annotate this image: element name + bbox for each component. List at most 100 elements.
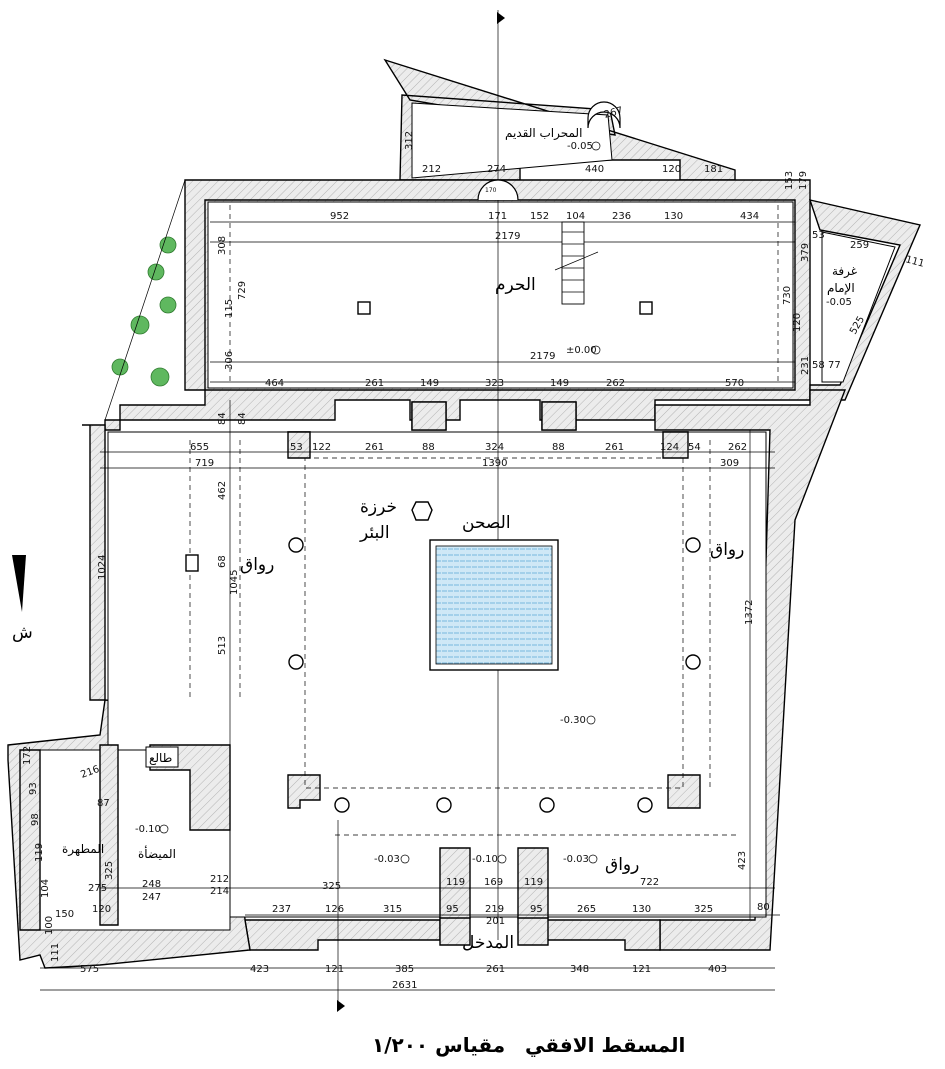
well-icon (411, 501, 433, 521)
svg-text:2179: 2179 (530, 351, 555, 362)
svg-text:275: 275 (88, 883, 107, 894)
svg-text:93: 93 (28, 782, 39, 795)
svg-text:87: 87 (97, 798, 110, 809)
svg-text:1045: 1045 (229, 570, 240, 595)
riwaq-west-label: رواق (240, 555, 274, 575)
riwaq-column-west (185, 554, 199, 572)
svg-text:265: 265 (577, 904, 596, 915)
svg-text:115: 115 (224, 299, 235, 318)
svg-text:88: 88 (552, 442, 565, 453)
svg-text:219: 219 (485, 904, 504, 915)
imam-room-label-2: الإمام (827, 281, 855, 295)
svg-text:-0.30: -0.30 (560, 715, 586, 726)
svg-text:308: 308 (217, 236, 228, 255)
dims-outer-row: 575 423 121 385 261 348 121 403 2631 (80, 964, 727, 991)
plan-scale: مقياس ١/٢٠٠ (372, 1033, 505, 1057)
haram-column-2 (639, 301, 653, 315)
well-label-2: البئر (359, 523, 390, 543)
riwaq-east-label: رواق (710, 540, 744, 560)
svg-text:719: 719 (195, 458, 214, 469)
svg-text:325: 325 (694, 904, 713, 915)
dims-vertical: 312 308 729 115 306 84 84 462 1024 68 10… (22, 105, 926, 962)
well-label-1: خرزة (360, 497, 397, 517)
svg-text:120: 120 (92, 904, 111, 915)
svg-text:84: 84 (237, 412, 248, 425)
section-marker-top-icon (497, 12, 505, 24)
svg-text:247: 247 (142, 892, 161, 903)
mayda-label: الميضأة (138, 845, 176, 861)
svg-text:2631: 2631 (392, 980, 417, 991)
svg-text:84: 84 (217, 412, 228, 425)
svg-text:1024: 1024 (97, 555, 108, 580)
haram-column-1 (357, 301, 371, 315)
svg-text:77: 77 (828, 360, 841, 371)
svg-text:403: 403 (708, 964, 727, 975)
svg-text:150: 150 (55, 909, 74, 920)
svg-text:722: 722 (640, 877, 659, 888)
svg-text:171: 171 (488, 211, 507, 222)
svg-text:-0.05: -0.05 (567, 141, 593, 152)
svg-text:120: 120 (662, 164, 681, 175)
svg-text:54: 54 (688, 442, 701, 453)
svg-text:1390: 1390 (482, 458, 507, 469)
svg-text:2179: 2179 (495, 231, 520, 242)
svg-text:325: 325 (104, 861, 115, 880)
svg-text:348: 348 (570, 964, 589, 975)
svg-text:-0.10: -0.10 (472, 854, 498, 865)
dims-court-row2: 719 1390 309 (195, 458, 739, 469)
sahn-label: الصحن (462, 513, 511, 533)
svg-text:423: 423 (250, 964, 269, 975)
section-marker-bottom-icon (337, 1000, 345, 1012)
garden-boundary (104, 179, 186, 421)
svg-text:111: 111 (904, 254, 925, 270)
dims-entrance-row: 119 169 119 722 248 212 275 247 214 (88, 874, 659, 903)
south-wall (244, 919, 441, 951)
svg-text:385: 385 (395, 964, 414, 975)
svg-text:440: 440 (585, 164, 604, 175)
north-arrow-icon (12, 555, 26, 612)
svg-text:655: 655 (190, 442, 209, 453)
imam-room-wall (808, 199, 921, 401)
imam-room-label-1: غرفة (832, 264, 857, 279)
north-label: ش (12, 623, 33, 643)
dimension-lines (40, 10, 795, 1005)
svg-text:68: 68 (217, 555, 228, 568)
svg-text:95: 95 (446, 904, 459, 915)
old-mihrab-label: المحراب القديم (505, 126, 582, 141)
svg-text:88: 88 (422, 442, 435, 453)
svg-text:119: 119 (446, 877, 465, 888)
piers-over (19, 401, 701, 931)
svg-text:212: 212 (210, 874, 229, 885)
room-labels: الحرم الصحن رواق رواق رواق المحراب القدي… (62, 126, 857, 953)
svg-text:462: 462 (217, 481, 228, 500)
svg-text:111: 111 (50, 943, 61, 962)
pool (429, 539, 559, 671)
svg-text:325: 325 (322, 881, 341, 892)
svg-text:315: 315 (383, 904, 402, 915)
svg-text:121: 121 (632, 964, 651, 975)
dims-haram-bottom: 464 261 149 323 149 262 570 (265, 378, 744, 389)
svg-text:212: 212 (422, 164, 441, 175)
svg-text:80: 80 (757, 902, 770, 913)
svg-text:231: 231 (800, 356, 811, 375)
svg-text:±0.00: ±0.00 (566, 345, 597, 356)
level-texts: -0.05 -0.05 ±0.00 -0.30 -0.03 -0.10 -0.0… (135, 141, 852, 865)
minbar-stair-icon (554, 221, 599, 305)
tree-icons (111, 236, 177, 387)
svg-text:122: 122 (312, 442, 331, 453)
svg-text:149: 149 (550, 378, 569, 389)
svg-text:237: 237 (272, 904, 291, 915)
svg-text:261: 261 (365, 442, 384, 453)
svg-text:149: 149 (420, 378, 439, 389)
svg-text:306: 306 (224, 351, 235, 370)
svg-text:53: 53 (290, 442, 303, 453)
svg-text:119: 119 (34, 843, 45, 862)
svg-text:172: 172 (22, 746, 33, 765)
svg-text:179: 179 (798, 171, 809, 190)
svg-text:130: 130 (664, 211, 683, 222)
entrance-label: المدخل (462, 933, 514, 953)
svg-text:309: 309 (720, 458, 739, 469)
court-wall (82, 424, 106, 701)
svg-text:58: 58 (812, 360, 825, 371)
